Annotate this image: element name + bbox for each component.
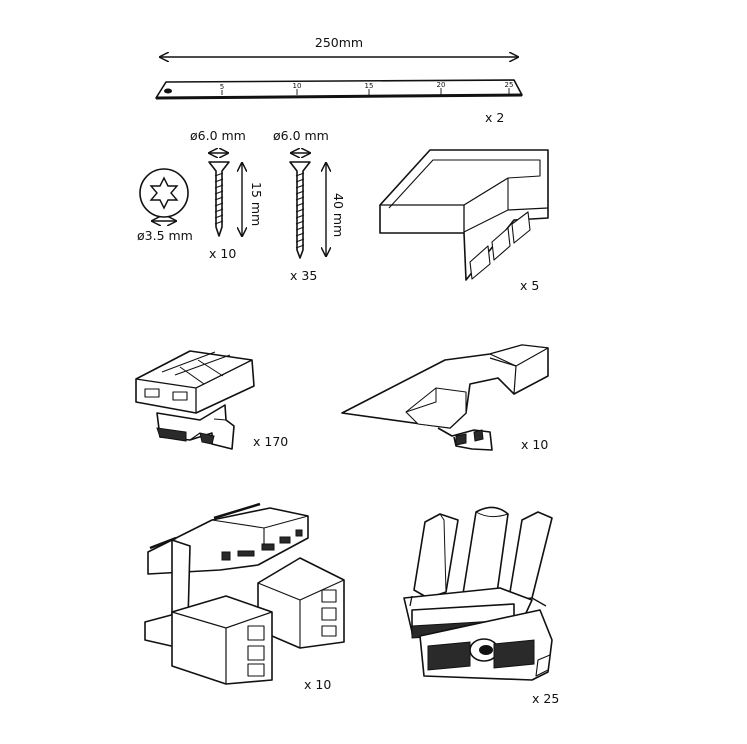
plate-clip-part: x 10 — [341, 344, 549, 452]
corner-profile-part: x 5 — [379, 149, 549, 293]
ruler-length-label: 250mm — [315, 35, 363, 50]
junction-front-block-icon — [171, 595, 273, 685]
ruler-tick-label: 15 — [365, 82, 374, 90]
ruler-part: 250mm 5 10 15 20 25 x 2 — [155, 35, 523, 125]
junction-block-part: x 10 — [144, 502, 345, 692]
junction-block-qty: x 10 — [304, 677, 331, 692]
connector-qty: x 170 — [253, 434, 288, 449]
short-screw-part: ø6.0 mm 15 mm x 10 — [190, 128, 264, 261]
ruler-tick-label: 5 — [220, 83, 224, 91]
long-screw-part: ø6.0 mm 40 mm x 35 — [273, 128, 346, 283]
hang-hole-icon — [164, 88, 172, 94]
long-screw-length: 40 mm — [331, 193, 346, 237]
connector-body-icon — [135, 350, 255, 414]
ruler-qty: x 2 — [485, 110, 504, 125]
ruler-tick-label: 25 — [505, 81, 514, 89]
clamp-roller-icon — [461, 506, 509, 601]
corner-profile-qty: x 5 — [520, 278, 539, 293]
ruler-tick-label: 20 — [437, 81, 446, 89]
screw-head-part: ø3.5 mm — [137, 168, 193, 243]
plate-clip-qty: x 10 — [521, 437, 548, 452]
clamp-arm-left-icon — [413, 513, 459, 599]
short-screw-length: 15 mm — [249, 182, 264, 226]
ruler-tick-label: 10 — [293, 82, 302, 90]
torx-drive-icon — [149, 176, 179, 210]
spring-clamp-part: x 25 — [403, 506, 559, 706]
screw-head-diameter: ø3.5 mm — [137, 228, 193, 243]
long-screw-qty: x 35 — [290, 268, 317, 283]
spring-clamp-qty: x 25 — [532, 691, 559, 706]
clamp-arm-right-icon — [509, 511, 553, 601]
short-screw-diameter: ø6.0 mm — [190, 128, 246, 143]
screw-head-icon — [139, 168, 189, 218]
connector-part: x 170 — [135, 350, 288, 450]
short-screw-qty: x 10 — [209, 246, 236, 261]
long-screw-diameter: ø6.0 mm — [273, 128, 329, 143]
